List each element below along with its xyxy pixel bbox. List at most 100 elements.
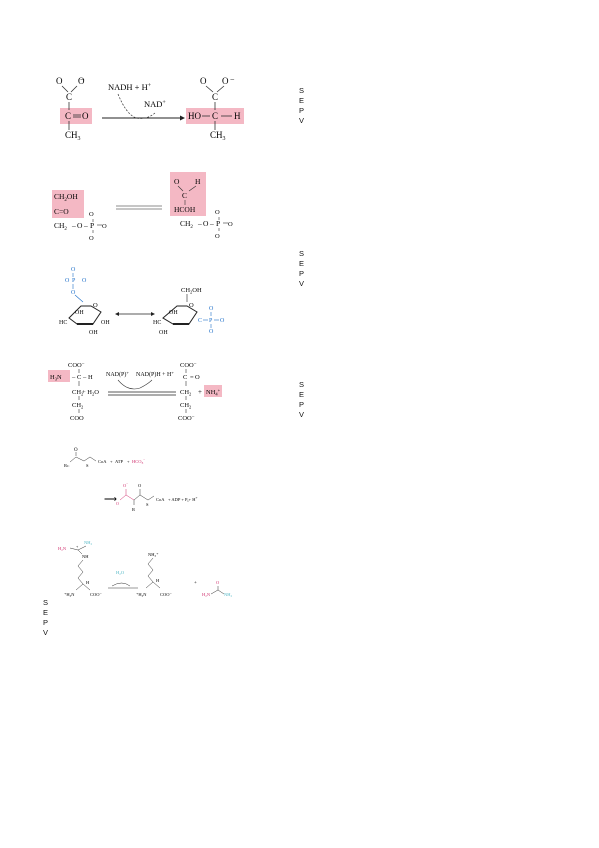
svg-text:O: O bbox=[65, 278, 70, 284]
svg-text:COO⁻: COO⁻ bbox=[90, 592, 103, 597]
svg-text:C=O: C=O bbox=[54, 207, 69, 216]
carboxylate-o: O bbox=[56, 76, 63, 86]
svg-text:O: O bbox=[189, 302, 194, 309]
svg-text:C: C bbox=[77, 374, 81, 381]
left-ch3: CH3 bbox=[65, 130, 81, 142]
svg-text:P: P bbox=[209, 318, 213, 324]
cofactor-out: NAD+ bbox=[144, 99, 166, 109]
svg-text:+: + bbox=[198, 388, 202, 396]
svg-text:H: H bbox=[156, 578, 160, 583]
svg-text:+ ADP + Pi+ H+: + ADP + Pi+ H+ bbox=[168, 496, 197, 503]
right-h: H bbox=[234, 111, 241, 121]
right-c-mid: C bbox=[212, 111, 218, 121]
svg-text:+ H2O: + H2O bbox=[82, 389, 99, 397]
right-ho: HO bbox=[188, 111, 201, 121]
svg-text:O: O bbox=[215, 209, 220, 216]
highlight-box bbox=[60, 108, 92, 124]
svg-text:P: P bbox=[90, 221, 94, 230]
svg-text:H₂N: H₂N bbox=[58, 546, 67, 551]
svg-text:CH2: CH2 bbox=[180, 389, 191, 397]
cofactor-in: NADH + H+ bbox=[108, 82, 152, 92]
svg-text:OH: OH bbox=[75, 310, 84, 316]
svg-text:O: O bbox=[215, 233, 220, 240]
svg-text:O: O bbox=[209, 306, 214, 312]
svg-text:H: H bbox=[195, 177, 201, 186]
svg-text:P: P bbox=[72, 278, 76, 284]
svg-text:ATP: ATP bbox=[115, 459, 123, 464]
right-ch3: CH3 bbox=[210, 130, 226, 142]
svg-text:OH: OH bbox=[89, 330, 98, 336]
right-charge: − bbox=[230, 75, 235, 84]
svg-text:C: C bbox=[183, 374, 187, 381]
carboxylate-o2: O bbox=[78, 76, 85, 86]
highlight-box bbox=[52, 190, 84, 218]
svg-text:OH: OH bbox=[169, 310, 178, 316]
highlight-box bbox=[48, 370, 70, 382]
svg-text:O: O bbox=[203, 219, 209, 228]
svg-text:HCO3−: HCO3− bbox=[132, 458, 145, 465]
right-o1: O bbox=[200, 76, 207, 86]
svg-text:⁺H₃N: ⁺H₃N bbox=[136, 592, 147, 597]
svg-text:O: O bbox=[102, 223, 107, 230]
svg-text:–: – bbox=[71, 374, 76, 381]
svg-text:COO−: COO− bbox=[68, 362, 85, 369]
svg-text:P: P bbox=[216, 219, 220, 228]
svg-text:S: S bbox=[86, 463, 89, 468]
svg-text:–: – bbox=[83, 221, 88, 230]
svg-text:–: – bbox=[82, 374, 87, 381]
svg-text:CH2: CH2 bbox=[180, 219, 193, 230]
svg-text:CoA: CoA bbox=[98, 459, 107, 464]
svg-text:H: H bbox=[88, 374, 93, 381]
svg-text:COO⁻: COO⁻ bbox=[160, 592, 173, 597]
svg-text:NH₂: NH₂ bbox=[84, 540, 92, 545]
reaction-3-diagram: O O P O O O OH OH HC OH CH2OH O OH HC OH… bbox=[59, 267, 225, 336]
svg-text:O: O bbox=[89, 211, 94, 218]
svg-text:S: S bbox=[146, 502, 149, 507]
svg-text:O: O bbox=[93, 302, 98, 309]
svg-text:⁺H₃N: ⁺H₃N bbox=[64, 592, 75, 597]
svg-text:O: O bbox=[116, 501, 119, 506]
svg-text:CH2OH: CH2OH bbox=[181, 287, 202, 295]
svg-text:O: O bbox=[74, 448, 78, 453]
left-c-mid: C bbox=[65, 111, 71, 121]
reaction-5-diagram: O RC S CoA + ATP + HCO3− ⟶ O− O O R S Co… bbox=[64, 448, 197, 512]
svg-text:HCOH: HCOH bbox=[174, 205, 196, 214]
svg-text:OH: OH bbox=[101, 320, 110, 326]
svg-text:H₂O: H₂O bbox=[116, 570, 125, 575]
svg-text:CH2OH: CH2OH bbox=[54, 192, 78, 203]
left-c-top: C bbox=[66, 92, 72, 102]
svg-text:R: R bbox=[132, 507, 135, 512]
svg-text:NH: NH bbox=[82, 554, 89, 559]
svg-text:O−: O− bbox=[123, 482, 128, 488]
right-o2: O bbox=[222, 76, 229, 86]
reaction-6-diagram: H₂N NH₂ + NH H ⁺H₃N COO⁻ H₂O NH₃⁺ H ⁺H₃N… bbox=[58, 540, 232, 597]
svg-text:O: O bbox=[228, 221, 233, 228]
svg-text:O: O bbox=[71, 290, 76, 296]
highlight-box bbox=[170, 172, 206, 216]
svg-text:O: O bbox=[209, 329, 214, 335]
carboxylate-o-charge: − bbox=[80, 75, 85, 84]
svg-text:C: C bbox=[198, 318, 202, 324]
svg-text:+: + bbox=[194, 581, 197, 586]
svg-text:+: + bbox=[76, 544, 79, 549]
svg-text:HC: HC bbox=[153, 320, 161, 326]
svg-text:NH₃⁺: NH₃⁺ bbox=[148, 552, 159, 557]
svg-text:COO−: COO− bbox=[180, 362, 197, 369]
svg-text:COO−: COO− bbox=[178, 415, 195, 422]
svg-text:+: + bbox=[110, 459, 113, 464]
svg-text:O: O bbox=[71, 267, 76, 273]
highlight-box bbox=[204, 385, 222, 397]
svg-text:OH: OH bbox=[159, 330, 168, 336]
svg-text:O: O bbox=[82, 278, 87, 284]
svg-text:=: = bbox=[190, 374, 194, 381]
svg-text:–: – bbox=[71, 221, 76, 230]
svg-text:RC: RC bbox=[64, 463, 70, 468]
reaction-2-diagram: CH2OH C=O CH2 – O – P O O O O H C HCOH C… bbox=[52, 172, 233, 242]
svg-text:O: O bbox=[89, 235, 94, 242]
reaction-4-diagram: COO− H3N – C – H CH2 CH2 COO + H2O NAD(P… bbox=[48, 362, 222, 422]
svg-text:H3N: H3N bbox=[50, 374, 62, 382]
